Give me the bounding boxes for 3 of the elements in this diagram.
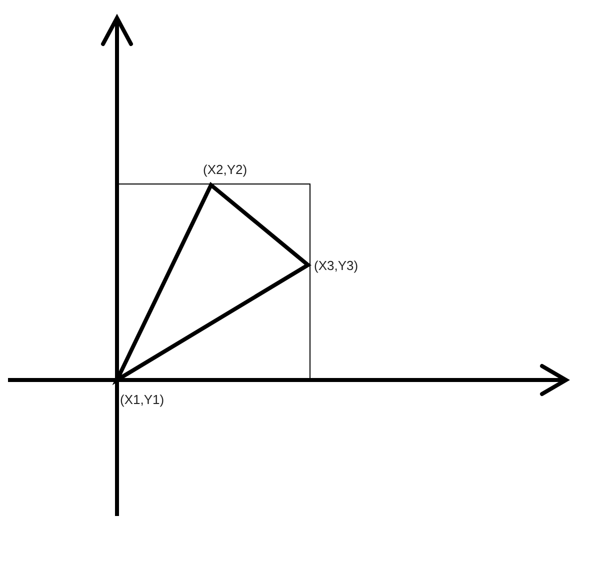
point-label: (X1,Y1) bbox=[120, 393, 164, 406]
point-label: (X3,Y3) bbox=[314, 259, 358, 272]
point-label: (X2,Y2) bbox=[203, 163, 248, 176]
